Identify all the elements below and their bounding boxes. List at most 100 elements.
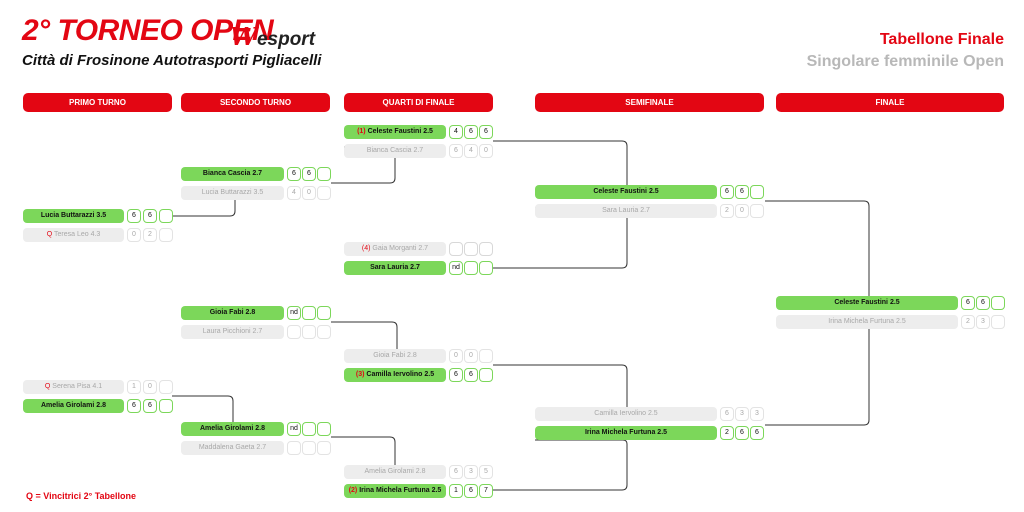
- score-qf2-loser-set2: [464, 242, 478, 256]
- score-r2a-loser-set2: 0: [302, 186, 316, 200]
- tournament-subtitle: Città di Frosinone Autotrasporti Pigliac…: [22, 52, 322, 69]
- score-r2a-loser-set1: 4: [287, 186, 301, 200]
- score-final-winner-set2: 6: [976, 296, 990, 310]
- round-header-semifinals: SEMIFINALE: [535, 93, 764, 112]
- score-r1b-winner-set3: [159, 399, 173, 413]
- score-r1a-loser-set1: 0: [127, 228, 141, 242]
- score-sf2-winner-set3: 6: [750, 426, 764, 440]
- match-r1a-loser: Q Teresa Leo 4.3: [23, 228, 124, 242]
- score-r1a-loser-set2: 2: [143, 228, 157, 242]
- score-r2b-loser-set3: [317, 325, 331, 339]
- seed-badge: (3): [355, 371, 365, 378]
- round-header-final: FINALE: [776, 93, 1004, 112]
- draw-title: Tabellone Finale: [879, 31, 1004, 48]
- match-r2c-loser: Maddalena Gaeta 2.7: [181, 441, 284, 455]
- score-qf2-winner-set3: [479, 261, 493, 275]
- match-qf2-loser: (4) Gaia Morganti 2.7: [344, 242, 446, 256]
- score-r2b-loser-set2: [302, 325, 316, 339]
- qualifier-badge: Q: [44, 383, 51, 390]
- match-qf4-loser: Amelia Girolami 2.8: [344, 465, 446, 479]
- score-final-winner-set1: 6: [961, 296, 975, 310]
- score-qf1-winner-set2: 6: [464, 125, 478, 139]
- match-qf3-loser: Gioia Fabi 2.8: [344, 349, 446, 363]
- score-qf1-loser-set2: 4: [464, 144, 478, 158]
- qualifier-badge: Q: [46, 231, 53, 238]
- player-name: Camilla Iervolino 2.5: [366, 371, 435, 378]
- match-r2b-winner: Gioia Fabi 2.8: [181, 306, 284, 320]
- draw-category: Singolare femminile Open: [806, 53, 1004, 70]
- score-r2a-winner-set1: 6: [287, 167, 301, 181]
- score-qf2-winner-set1: nd: [449, 261, 463, 275]
- brand-logo-w: W: [230, 22, 257, 51]
- score-r2a-winner-set3: [317, 167, 331, 181]
- score-qf1-winner-set1: 4: [449, 125, 463, 139]
- score-sf1-loser-set1: 2: [720, 204, 734, 218]
- round-header-second: SECONDO TURNO: [181, 93, 330, 112]
- match-r1a-winner: Lucia Buttarazzi 3.5: [23, 209, 124, 223]
- match-qf1-loser: Bianca Cascia 2.7: [344, 144, 446, 158]
- score-sf2-loser-set2: 3: [735, 407, 749, 421]
- player-name: Serena Pisa 4.1: [52, 383, 103, 390]
- score-final-winner-set3: [991, 296, 1005, 310]
- player-name: Teresa Leo 4.3: [53, 231, 101, 238]
- score-r1a-loser-set3: [159, 228, 173, 242]
- score-r1a-winner-set2: 6: [143, 209, 157, 223]
- score-qf4-winner-set1: 1: [449, 484, 463, 498]
- score-sf1-winner-set3: [750, 185, 764, 199]
- score-r1a-winner-set1: 6: [127, 209, 141, 223]
- score-r2c-loser-set3: [317, 441, 331, 455]
- match-sf2-loser: Camilla Iervolino 2.5: [535, 407, 717, 421]
- score-r2a-winner-set2: 6: [302, 167, 316, 181]
- match-final-winner: Celeste Faustini 2.5: [776, 296, 958, 310]
- brand-logo-text: esport: [256, 29, 316, 50]
- match-r2a-winner: Bianca Cascia 2.7: [181, 167, 284, 181]
- score-r2b-loser-set1: [287, 325, 301, 339]
- score-sf1-loser-set3: [750, 204, 764, 218]
- match-sf1-loser: Sara Lauria 2.7: [535, 204, 717, 218]
- round-header-quarterfinals: QUARTI DI FINALE: [344, 93, 493, 112]
- score-qf4-loser-set3: 5: [479, 465, 493, 479]
- score-r2a-loser-set3: [317, 186, 331, 200]
- score-sf1-winner-set2: 6: [735, 185, 749, 199]
- seed-badge: (1): [357, 128, 366, 135]
- match-r2b-loser: Laura Picchioni 2.7: [181, 325, 284, 339]
- score-qf3-loser-set2: 0: [464, 349, 478, 363]
- score-qf3-winner-set1: 6: [449, 368, 463, 382]
- score-qf3-loser-set1: 0: [449, 349, 463, 363]
- score-r2c-winner-set3: [317, 422, 331, 436]
- score-r2c-winner-set2: [302, 422, 316, 436]
- score-r1b-winner-set1: 6: [127, 399, 141, 413]
- connector-qf4-sf2: [493, 439, 628, 491]
- score-sf2-winner-set1: 2: [720, 426, 734, 440]
- score-sf1-winner-set1: 6: [720, 185, 734, 199]
- match-qf1-winner: (1) Celeste Faustini 2.5: [344, 125, 446, 139]
- match-qf2-winner: Sara Lauria 2.7: [344, 261, 446, 275]
- score-r1a-winner-set3: [159, 209, 173, 223]
- score-qf3-winner-set3: [479, 368, 493, 382]
- score-r1b-loser-set2: 0: [143, 380, 157, 394]
- match-final-loser: Irina Michela Furtuna 2.5: [776, 315, 958, 329]
- match-sf2-winner: Irina Michela Furtuna 2.5: [535, 426, 717, 440]
- score-final-loser-set3: [991, 315, 1005, 329]
- score-sf2-loser-set1: 6: [720, 407, 734, 421]
- match-qf4-winner: (2) Irina Michela Furtuna 2.5: [344, 484, 446, 498]
- score-qf3-winner-set2: 6: [464, 368, 478, 382]
- score-qf1-loser-set3: 0: [479, 144, 493, 158]
- score-qf4-loser-set1: 6: [449, 465, 463, 479]
- score-qf3-loser-set3: [479, 349, 493, 363]
- match-r1b-loser: Q Serena Pisa 4.1: [23, 380, 124, 394]
- brand-logo: Wesport: [230, 22, 315, 51]
- score-sf1-loser-set2: 0: [735, 204, 749, 218]
- connector-r2b-qf3: [331, 321, 398, 352]
- score-r1b-winner-set2: 6: [143, 399, 157, 413]
- score-sf2-loser-set3: 3: [750, 407, 764, 421]
- connector-r2c-qf4: [331, 436, 396, 468]
- score-r1b-loser-set1: 1: [127, 380, 141, 394]
- score-qf2-loser-set3: [479, 242, 493, 256]
- match-r2c-winner: Amelia Girolami 2.8: [181, 422, 284, 436]
- score-r2c-loser-set2: [302, 441, 316, 455]
- score-sf2-winner-set2: 6: [735, 426, 749, 440]
- round-header-first: PRIMO TURNO: [23, 93, 172, 112]
- match-qf3-winner: (3) Camilla Iervolino 2.5: [344, 368, 446, 382]
